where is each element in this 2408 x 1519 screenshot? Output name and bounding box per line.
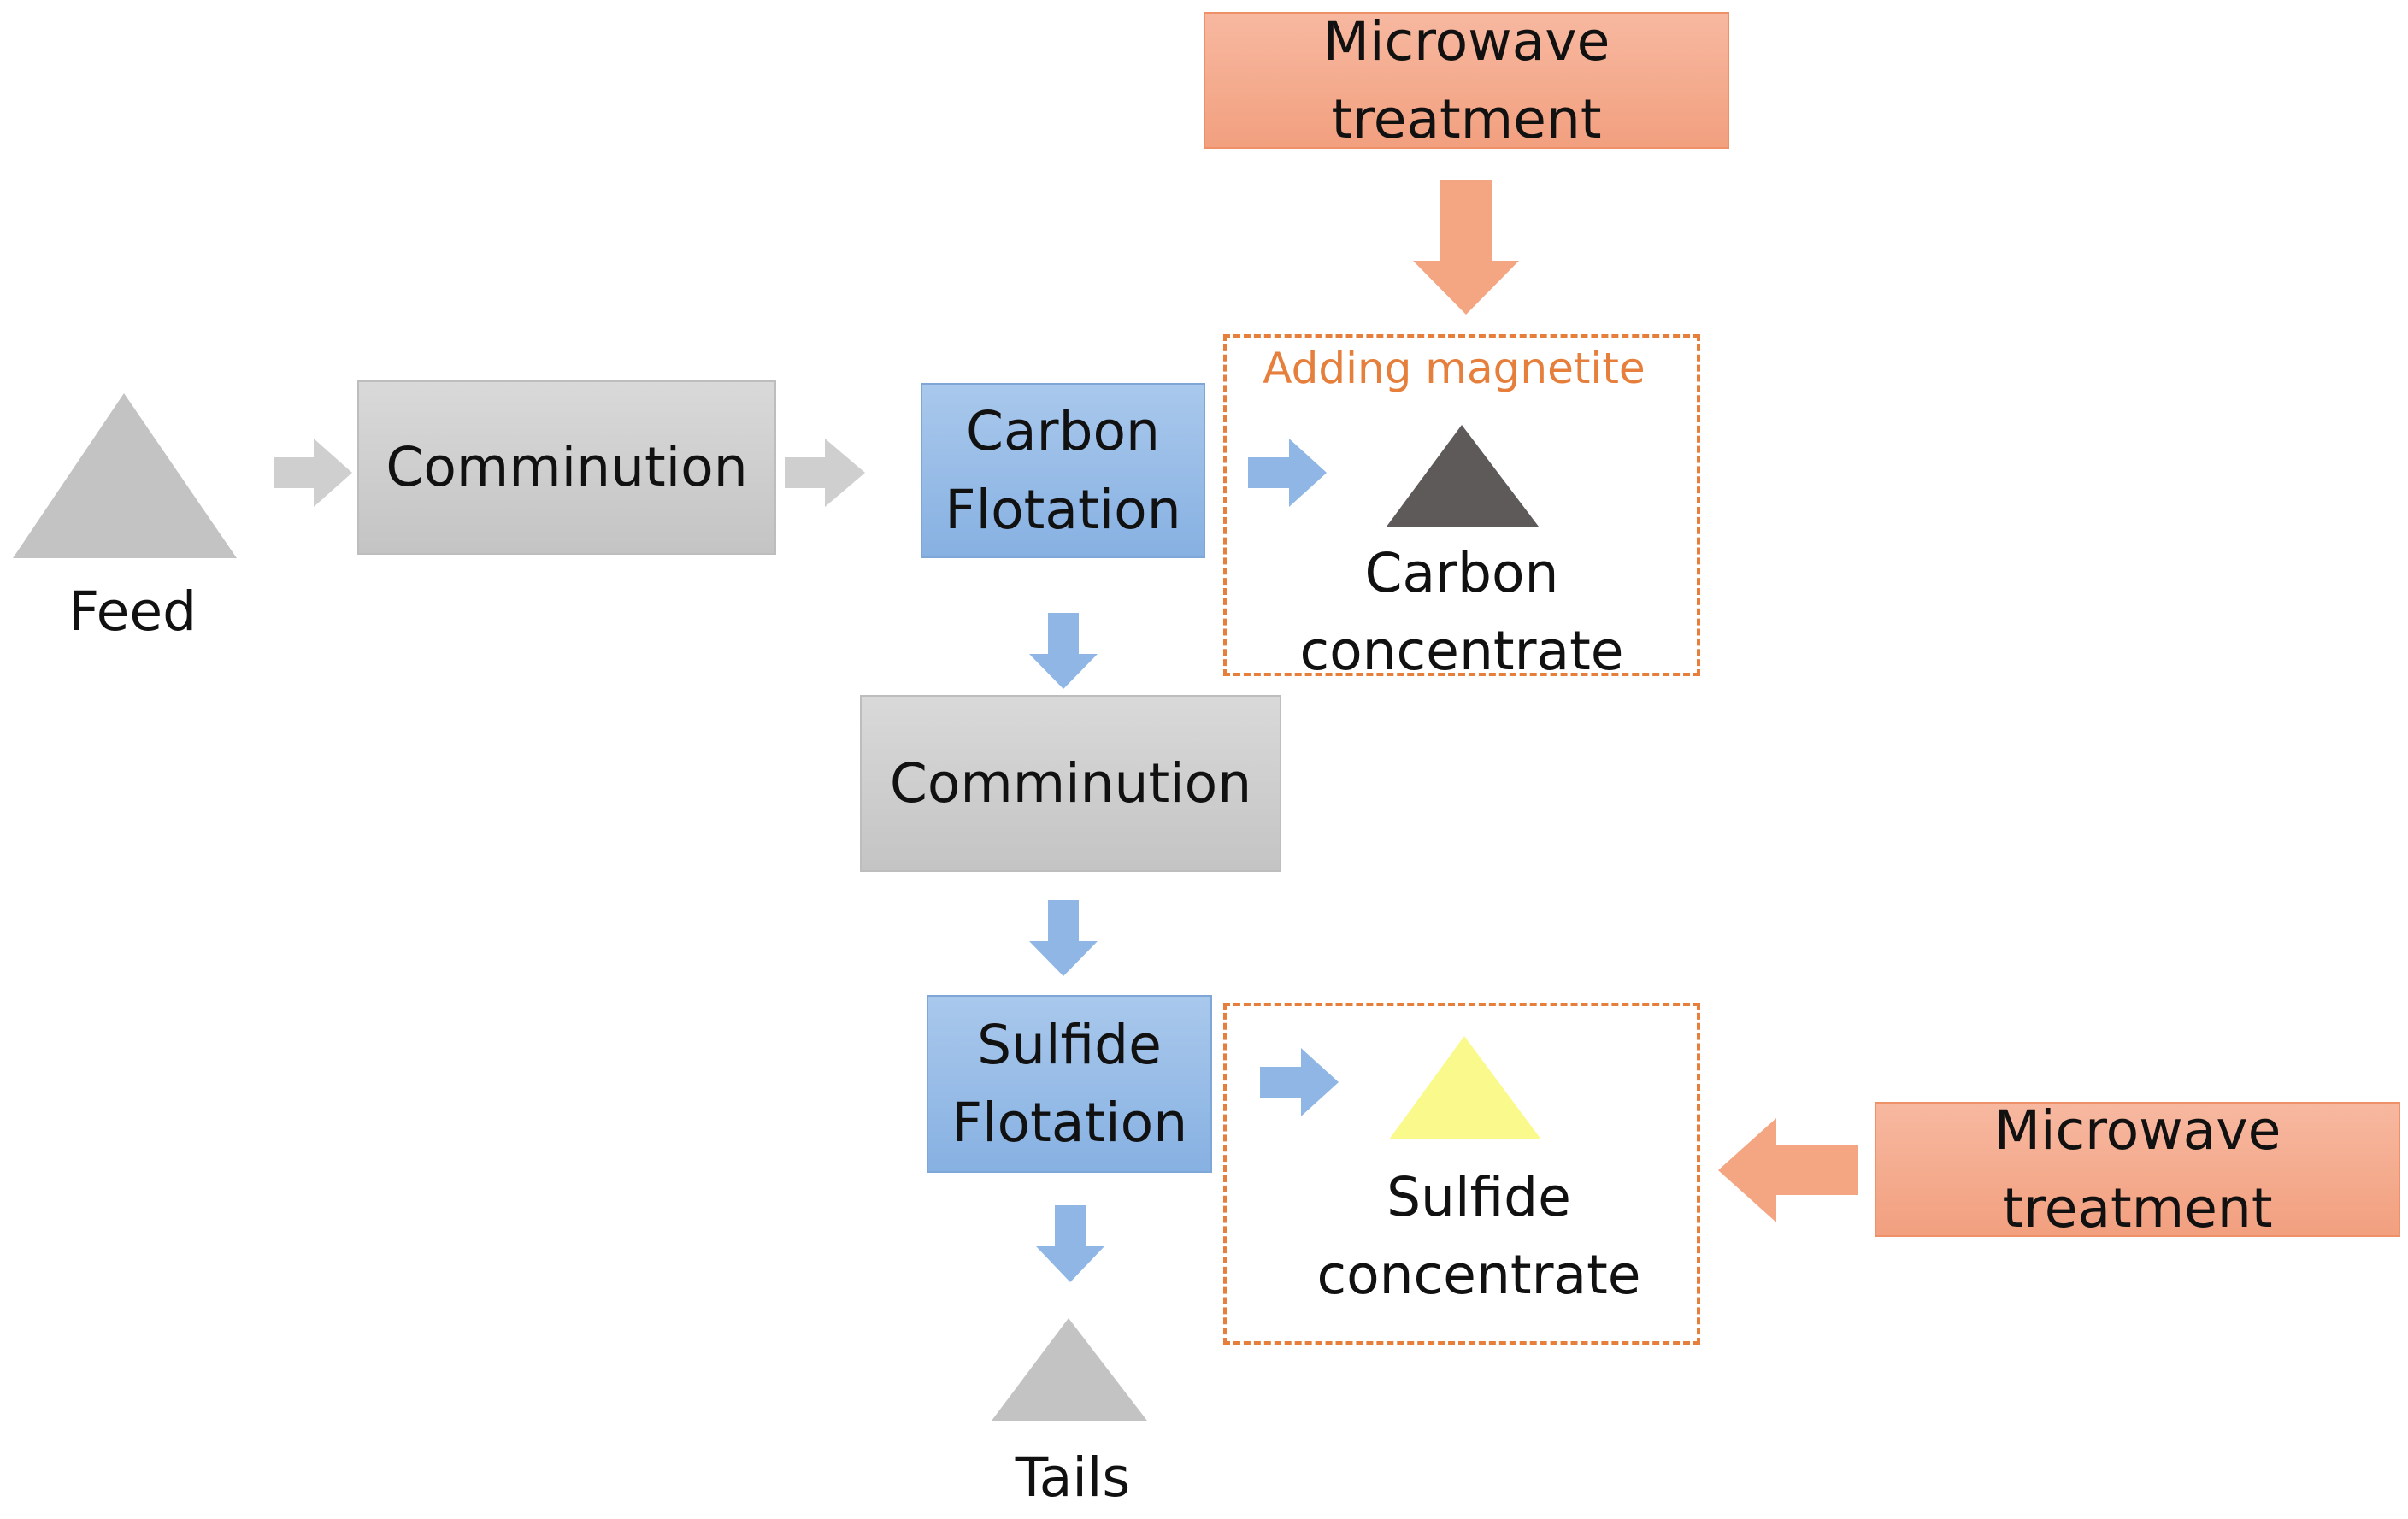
sulfide-flotation-box: Sulfide Flotation	[927, 995, 1212, 1173]
tails-label: Tails	[1015, 1446, 1131, 1509]
microwave-treatment-top-box: Microwave treatment	[1204, 10, 1729, 150]
arrow-feed-to-comminution	[274, 439, 352, 507]
comminution-box-2: Comminution	[860, 695, 1281, 872]
sulfide-concentrate-line1: Sulfide	[1387, 1166, 1571, 1228]
arrow-carbon-flotation-to-concentrate	[1248, 439, 1327, 507]
microwave-top-line2: treatment	[1331, 88, 1602, 150]
sulfide-concentrate-label: Sulfide concentrate	[1274, 1158, 1684, 1315]
arrow-comminution-to-sulfide-flotation	[1029, 900, 1098, 976]
microwave-top-line1: Microwave	[1322, 9, 1610, 73]
carbon-flotation-line1: Carbon	[966, 400, 1160, 463]
carbon-flotation-line2: Flotation	[945, 478, 1181, 541]
comminution-box-1: Comminution	[357, 380, 776, 555]
carbon-concentrate-line1: Carbon	[1364, 542, 1559, 604]
sulfide-concentrate-triangle	[1389, 1036, 1541, 1139]
arrow-sulfide-flotation-to-tails	[1036, 1205, 1104, 1282]
comminution-1-label: Comminution	[386, 436, 748, 499]
microwave-treatment-right-box: Microwave treatment	[1875, 1099, 2400, 1239]
microwave-right-line1: Microwave	[1993, 1098, 2281, 1162]
comminution-2-label: Comminution	[889, 751, 1252, 815]
arrow-sulfide-flotation-to-concentrate	[1260, 1048, 1339, 1116]
carbon-concentrate-triangle	[1387, 425, 1539, 527]
arrow-comminution-to-carbon-flotation	[785, 439, 865, 507]
carbon-concentrate-line2: concentrate	[1299, 620, 1624, 683]
arrow-microwave-down	[1413, 180, 1519, 315]
carbon-flotation-box: Carbon Flotation	[921, 383, 1205, 558]
sulfide-concentrate-line2: concentrate	[1316, 1244, 1641, 1307]
tails-triangle	[992, 1318, 1147, 1421]
sulfide-concentrate-dashed-frame	[1223, 1003, 1700, 1345]
feed-label: Feed	[68, 580, 197, 643]
sulfide-flotation-line2: Flotation	[951, 1092, 1188, 1154]
adding-magnetite-label: Adding magnetite	[1263, 344, 1646, 393]
arrow-carbon-flotation-to-comminution	[1029, 613, 1098, 689]
feed-triangle	[13, 393, 237, 558]
carbon-concentrate-dashed-frame	[1223, 334, 1700, 676]
arrow-microwave-left	[1718, 1118, 1858, 1222]
microwave-right-line2: treatment	[2002, 1177, 2273, 1239]
sulfide-flotation-line1: Sulfide	[977, 1013, 1162, 1076]
carbon-concentrate-label: Carbon concentrate	[1257, 534, 1667, 691]
